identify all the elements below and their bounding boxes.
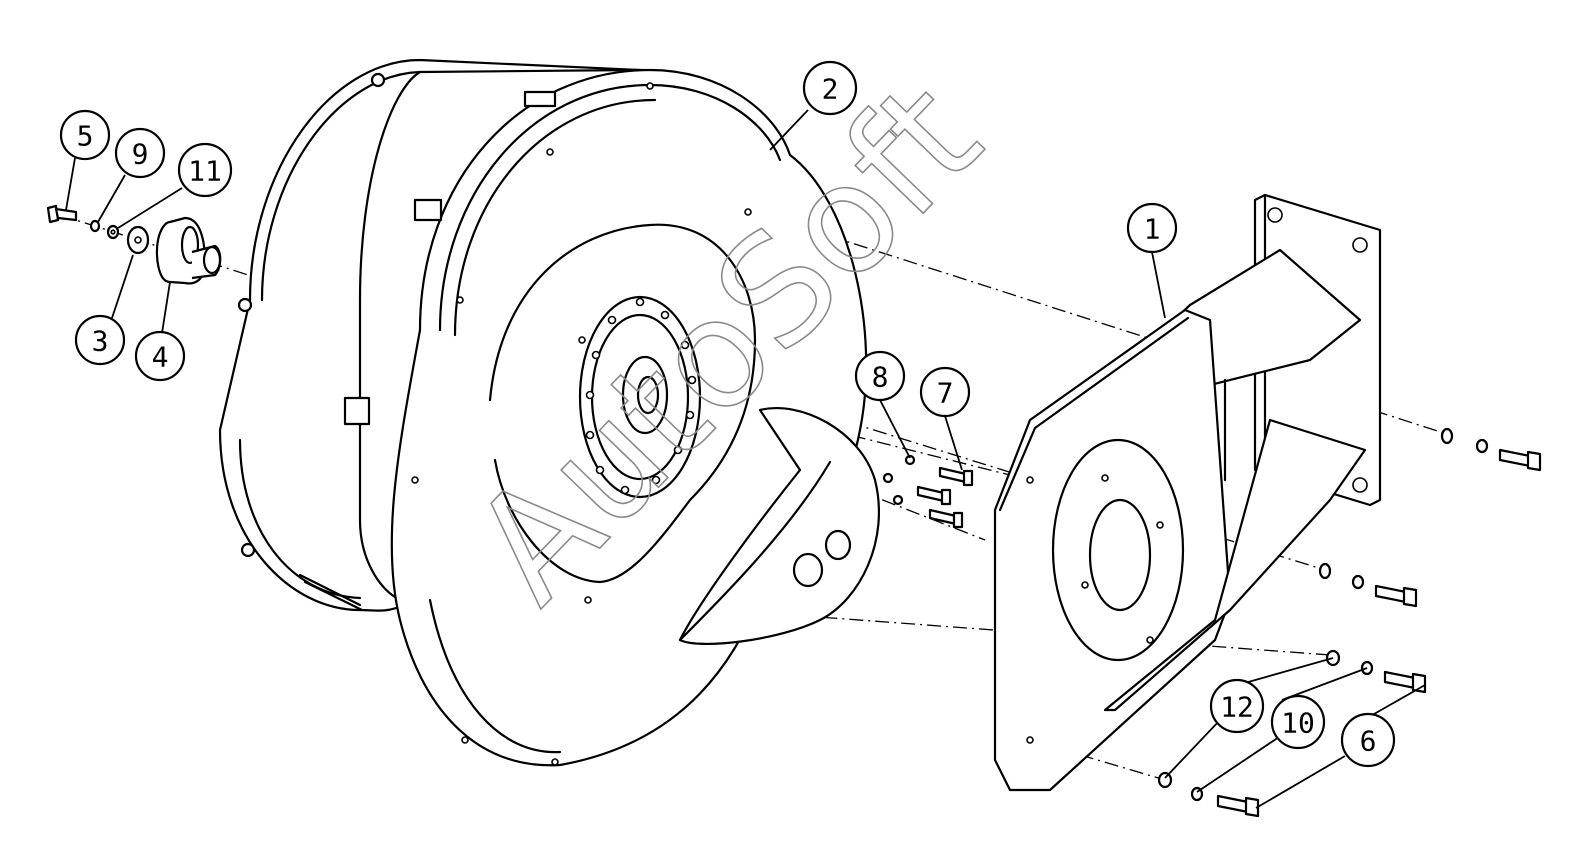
balloon-1: 1 [1126, 202, 1178, 254]
blower-housing [218, 58, 880, 767]
balloon-label-12: 12 [1220, 691, 1254, 724]
balloon-7: 7 [919, 366, 971, 418]
fasteners-left [46, 204, 120, 240]
balloon-label-1: 1 [1144, 213, 1161, 246]
hub-bolt-holes [585, 297, 697, 495]
balloon-label-4: 4 [152, 341, 169, 374]
balloon-label-11: 11 [188, 155, 222, 188]
balloon-10: 10 [1270, 694, 1326, 750]
balloon-label-8: 8 [872, 361, 889, 394]
balloon-11: 11 [177, 142, 233, 198]
balloon-label-2: 2 [822, 73, 839, 106]
mounting-bracket [993, 193, 1382, 792]
balloon-label-10: 10 [1281, 707, 1315, 740]
balloon-12: 12 [1209, 678, 1265, 734]
balloon-2: 2 [802, 60, 858, 116]
fasteners-hub [882, 454, 974, 529]
balloon-label-6: 6 [1360, 725, 1377, 758]
balloon-3: 3 [74, 314, 126, 366]
hub-adapter [126, 216, 222, 285]
balloon-label-7: 7 [937, 377, 954, 410]
balloon-8: 8 [854, 350, 906, 402]
balloon-label-9: 9 [132, 138, 149, 171]
balloon-5: 5 [59, 109, 111, 161]
balloon-label-3: 3 [92, 325, 109, 358]
balloon-4: 4 [134, 330, 186, 382]
balloon-6: 6 [1340, 712, 1396, 768]
leader-lines [65, 109, 1426, 809]
balloon-9: 9 [114, 127, 166, 179]
balloon-label-5: 5 [77, 120, 94, 153]
